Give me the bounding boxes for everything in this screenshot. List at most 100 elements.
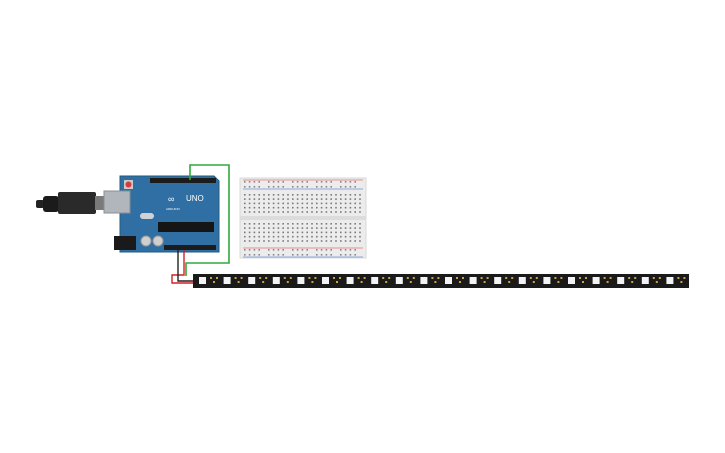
breadboard-hole [258, 240, 260, 242]
breadboard-hole [306, 254, 308, 256]
ground-wire[interactable] [177, 250, 196, 282]
breadboard-hole [340, 227, 342, 229]
breadboard-hole [349, 186, 352, 188]
breadboard-hole [344, 202, 347, 205]
breadboard-hole [282, 186, 284, 188]
solder-pad [652, 277, 655, 279]
breadboard-hole [325, 194, 328, 196]
breadboard-hole [344, 194, 347, 196]
breadboard-hole [282, 198, 284, 200]
breadboard-hole [311, 235, 313, 238]
solder-pad [311, 281, 314, 283]
breadboard-hole [263, 235, 265, 238]
led-pixel[interactable] [322, 277, 329, 284]
breadboard-hole [320, 227, 323, 229]
breadboard-hole [354, 198, 356, 200]
solder-pad [683, 277, 686, 279]
led-strip[interactable] [193, 274, 689, 288]
led-pixel[interactable] [641, 277, 649, 284]
breadboard-hole [296, 202, 299, 205]
breadboard-hole [258, 198, 260, 200]
led-pixel[interactable] [469, 277, 477, 284]
digital-header [150, 178, 216, 183]
breadboard-hole [354, 206, 356, 209]
breadboard-hole [296, 181, 299, 183]
breadboard-hole [340, 249, 342, 251]
breadboard-hole [301, 240, 304, 242]
breadboard-hole [263, 227, 265, 229]
led-pixel[interactable] [297, 277, 305, 284]
breadboard-hole [268, 181, 270, 183]
breadboard-hole [316, 206, 318, 209]
breadboard-hole [277, 202, 280, 205]
led-pixel[interactable] [445, 277, 452, 284]
breadboard-hole [272, 202, 275, 205]
breadboard-hole [306, 235, 308, 238]
breadboard-hole [263, 206, 265, 209]
breadboard-hole [316, 231, 318, 234]
solder-pad [289, 277, 292, 279]
breadboard-hole [325, 211, 328, 213]
power-wire[interactable] [171, 250, 196, 284]
breadboard-hole [320, 240, 323, 242]
led-pixel[interactable] [518, 277, 526, 284]
breadboard-hole [292, 223, 294, 225]
breadboard-hole [359, 223, 361, 225]
led-pixel[interactable] [223, 277, 231, 284]
breadboard-hole [316, 223, 318, 225]
breadboard-hole [316, 249, 318, 251]
breadboard-hole [253, 249, 256, 251]
led-pixel[interactable] [568, 277, 575, 284]
usb-cable[interactable] [36, 192, 109, 214]
solder-pad [658, 277, 661, 279]
led-pixel[interactable] [592, 277, 600, 284]
breadboard-hole [359, 206, 361, 209]
breadboard-hole [330, 235, 332, 238]
breadboard-hole [272, 194, 275, 196]
breadboard-hole [272, 223, 275, 225]
led-pixel[interactable] [420, 277, 428, 284]
breadboard[interactable] [239, 177, 367, 259]
breadboard-hole [311, 211, 313, 213]
led-pixel[interactable] [543, 277, 551, 284]
solder-pad [603, 277, 606, 279]
brand-label: ARDUINO [166, 207, 181, 211]
breadboard-hole [268, 194, 270, 196]
breadboard-hole [330, 194, 332, 196]
breadboard-hole [263, 211, 265, 213]
led-pixel[interactable] [666, 277, 674, 284]
led-pixel[interactable] [199, 277, 206, 284]
data-wire[interactable] [185, 164, 230, 276]
solder-pad [459, 281, 461, 283]
breadboard-hole [301, 235, 304, 238]
breadboard-hole [306, 186, 308, 188]
breadboard-hole [349, 181, 352, 183]
led-pixel[interactable] [395, 277, 403, 284]
led-pixel[interactable] [346, 277, 354, 284]
breadboard-hole [349, 240, 352, 242]
breadboard-hole [325, 227, 328, 229]
led-pixel[interactable] [371, 277, 379, 284]
led-pixel[interactable] [272, 277, 280, 284]
breadboard-hole [335, 223, 337, 225]
breadboard-hole [263, 198, 265, 200]
breadboard-hole [287, 223, 289, 225]
breadboard-hole [248, 181, 251, 183]
led-pixel[interactable] [617, 277, 625, 284]
breadboard-hole [344, 249, 347, 251]
breadboard-hole [311, 223, 313, 225]
breadboard-hole [258, 194, 260, 196]
arduino-uno-board[interactable]: ∞ UNO ARDUINO [103, 175, 220, 253]
breadboard-hole [277, 198, 280, 200]
breadboard-hole [349, 202, 352, 205]
breadboard-hole [258, 227, 260, 229]
breadboard-hole [316, 235, 318, 238]
breadboard-hole [335, 206, 337, 209]
led-pixel[interactable] [494, 277, 502, 284]
breadboard-hole [301, 249, 304, 251]
led-pixel[interactable] [248, 277, 256, 284]
solder-pad [240, 277, 243, 279]
breadboard-hole [272, 235, 275, 238]
breadboard-hole [330, 202, 332, 205]
